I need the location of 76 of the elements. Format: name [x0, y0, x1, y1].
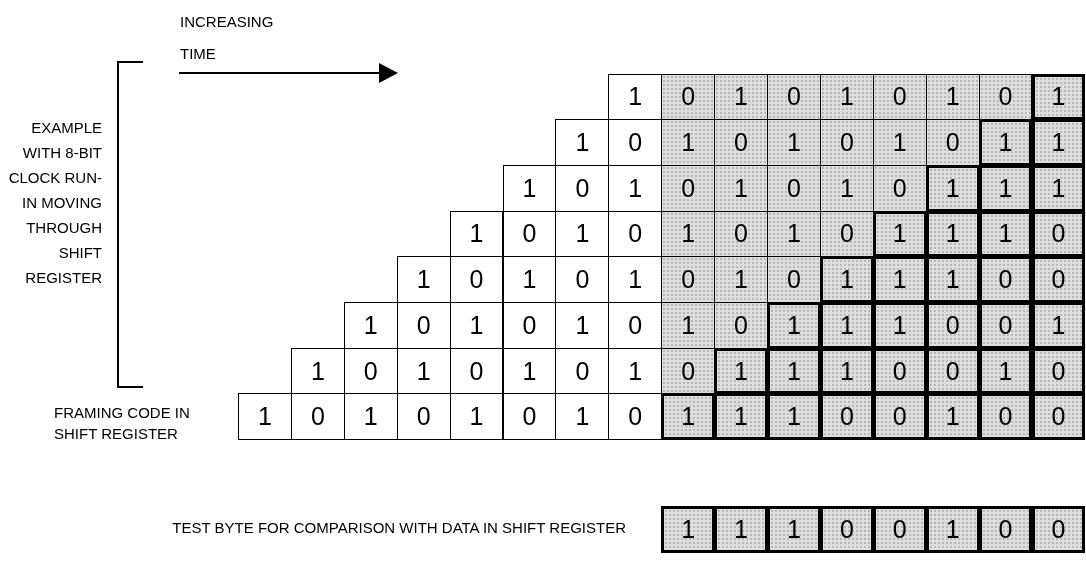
bit-cell: 1	[1031, 302, 1086, 349]
bit-cell: 1	[767, 506, 821, 553]
bit-cell: 1	[608, 73, 663, 121]
bit-cell: 0	[978, 73, 1033, 121]
bit-cell: 0	[872, 393, 927, 441]
bit-cell: 0	[872, 506, 927, 553]
bit-cell: 0	[661, 347, 716, 395]
bit-cell: 0	[925, 119, 980, 166]
bit-cell: 0	[767, 164, 821, 212]
bit-cell: 0	[1031, 393, 1086, 441]
bit-cell: 1	[555, 119, 610, 166]
bit-cell: 0	[661, 73, 716, 121]
bit-cell: 0	[502, 393, 557, 441]
bit-cell: 1	[396, 256, 451, 303]
bit-cell: 0	[978, 256, 1033, 303]
time-axis-label: INCREASING TIME	[180, 12, 275, 64]
bit-cell: 1	[767, 210, 821, 258]
bit-cell: 1	[925, 393, 980, 441]
bit-cell: 0	[1031, 506, 1086, 553]
bit-cell: 1	[238, 393, 292, 441]
bit-cell: 1	[502, 164, 557, 212]
bit-cell: 1	[925, 164, 980, 212]
bit-cell: 1	[1031, 73, 1086, 121]
bit-cell: 1	[661, 302, 716, 349]
bit-cell: 0	[819, 506, 874, 553]
bit-cell: 1	[767, 119, 821, 166]
bit-cell: 1	[925, 256, 980, 303]
bit-cell: 1	[714, 347, 768, 395]
bit-cell: 1	[819, 164, 874, 212]
bit-cell: 0	[978, 393, 1033, 441]
bit-cell: 0	[767, 256, 821, 303]
bit-cell: 0	[767, 73, 821, 121]
bit-cell: 0	[978, 302, 1033, 349]
bit-cell: 1	[714, 73, 768, 121]
bit-cell: 0	[714, 210, 768, 258]
bit-cell: 1	[1031, 119, 1086, 166]
bit-cell: 1	[767, 347, 821, 395]
bit-cell: 0	[819, 119, 874, 166]
bit-cell: 1	[819, 256, 874, 303]
bit-cell: 1	[661, 119, 716, 166]
bit-cell: 0	[661, 164, 716, 212]
bit-cell: 0	[925, 302, 980, 349]
test-byte-label: TEST BYTE FOR COMPARISON WITH DATA IN SHIFT REGISTER	[172, 519, 626, 536]
bit-cell: 1	[872, 302, 927, 349]
bit-cell: 1	[872, 119, 927, 166]
bit-cell: 1	[661, 506, 716, 553]
bit-cell: 1	[978, 119, 1033, 166]
bit-cell: 1	[767, 393, 821, 441]
bit-cell: 1	[449, 210, 504, 258]
bit-cell: 1	[449, 393, 504, 441]
bit-cell: 1	[714, 164, 768, 212]
bit-cell: 1	[290, 347, 345, 395]
framing-code-label: FRAMING CODE IN SHIFT REGISTER	[54, 403, 191, 444]
bit-cell: 1	[978, 164, 1033, 212]
bit-cell: 1	[925, 506, 980, 553]
bit-cell: 0	[872, 164, 927, 212]
bit-cell: 1	[767, 302, 821, 349]
bit-cell: 1	[343, 302, 398, 349]
bit-cell: 1	[925, 73, 980, 121]
bit-cell: 1	[661, 393, 716, 441]
bit-cell: 0	[978, 506, 1033, 553]
bit-cell: 1	[714, 393, 768, 441]
bit-cell: 0	[714, 302, 768, 349]
bit-cell: 1	[819, 302, 874, 349]
bit-cell: 0	[872, 73, 927, 121]
bit-cell: 0	[1031, 256, 1086, 303]
bit-cell: 1	[661, 210, 716, 258]
bit-cell: 0	[714, 119, 768, 166]
bit-cell: 1	[714, 506, 768, 553]
clock-run-in-label: EXAMPLE WITH 8-BIT CLOCK RUN-IN MOVING THROUGH SHIFT REGISTER	[7, 118, 102, 288]
bit-cell: 0	[661, 256, 716, 303]
bit-cell: 1	[819, 73, 874, 121]
bit-cell: 0	[819, 393, 874, 441]
bit-cell: 1	[1031, 164, 1086, 212]
bit-cell: 1	[714, 256, 768, 303]
bit-cell: 1	[872, 256, 927, 303]
